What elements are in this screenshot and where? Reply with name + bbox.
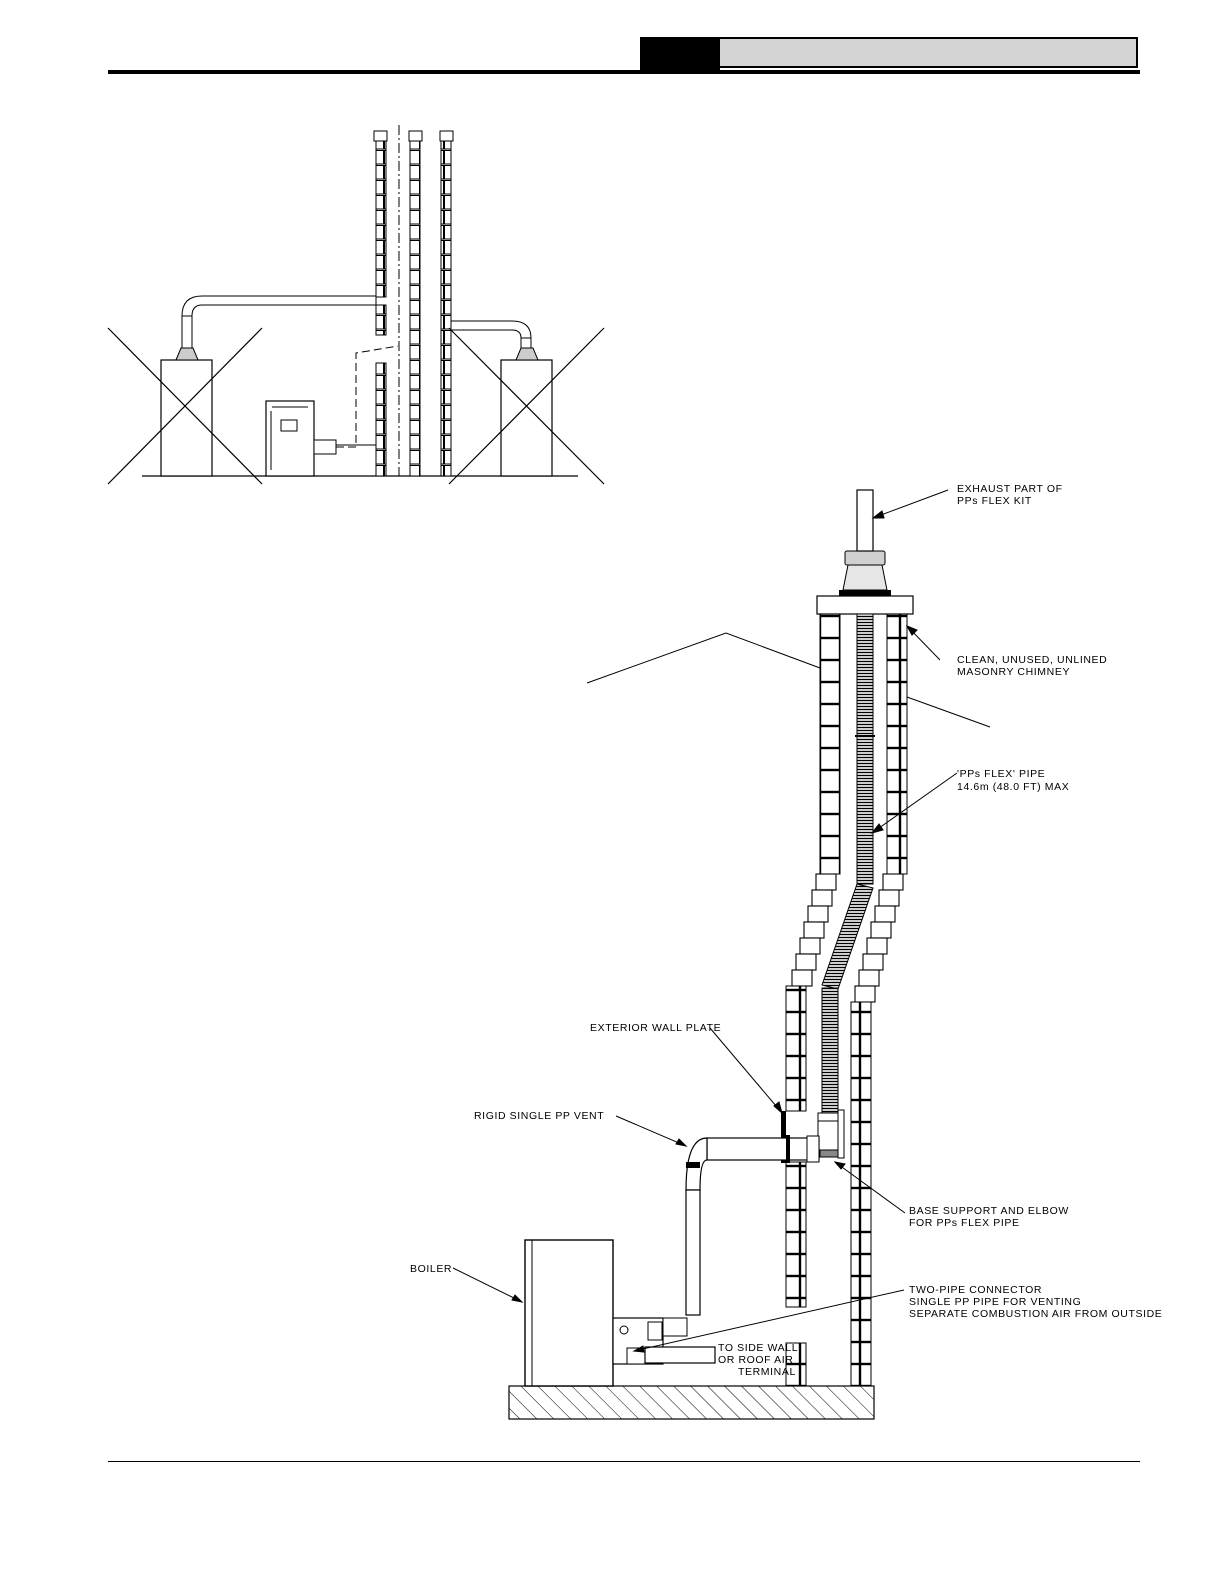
chimney-cap xyxy=(816,489,914,615)
header-gray-bar xyxy=(720,37,1138,68)
exterior-wall-plate xyxy=(781,1111,786,1163)
label-chimney-line1: CLEAN, UNUSED, UNLINED xyxy=(957,654,1107,666)
ground-slab xyxy=(508,1385,875,1420)
label-base-support-line2: FOR PPs FLEX PIPE xyxy=(909,1217,1020,1229)
label-exhaust-line1: EXHAUST PART OF xyxy=(957,483,1063,495)
crossed-out-appliance-right xyxy=(448,320,605,485)
chimney-offset-right xyxy=(854,873,904,1003)
label-boiler: BOILER xyxy=(410,1263,452,1275)
label-chimney-line2: MASONRY CHIMNEY xyxy=(957,666,1070,678)
chimney-wall-left-lower xyxy=(785,985,807,1112)
chimney-wall-right-upper xyxy=(886,613,908,875)
label-side-wall-line1: TO SIDE WALL xyxy=(718,1342,798,1354)
flex-pipe xyxy=(821,613,875,1114)
label-side-wall-line3: TERMINAL xyxy=(738,1366,796,1378)
label-two-pipe-line1: TWO-PIPE CONNECTOR xyxy=(909,1284,1042,1296)
crossed-out-appliance-left xyxy=(107,295,377,485)
label-two-pipe-line2: SINGLE PP PIPE FOR VENTING xyxy=(909,1296,1081,1308)
chimney-wall-left-upper xyxy=(819,613,841,875)
header-rule xyxy=(108,70,1140,74)
callout-leaders xyxy=(452,489,991,1353)
small-boiler xyxy=(265,400,376,477)
chimney-column-2 xyxy=(408,130,423,477)
footer-rule xyxy=(108,1461,1140,1462)
label-flex-pipe-line1: 'PPs FLEX' PIPE xyxy=(957,768,1045,780)
label-rigid-vent: RIGID SINGLE PP VENT xyxy=(474,1110,604,1122)
chimney-column-1 xyxy=(373,130,388,477)
label-two-pipe-line3: SEPARATE COMBUSTION AIR FROM OUTSIDE xyxy=(909,1308,1162,1320)
label-flex-pipe-line2: 14.6m (48.0 FT) MAX xyxy=(957,781,1069,793)
base-support-elbow xyxy=(817,1109,845,1159)
chimney-wall-right-lower xyxy=(850,1001,872,1387)
dashed-vent-route xyxy=(336,345,399,448)
label-side-wall-line2: OR ROOF AIR xyxy=(718,1354,793,1366)
main-chimney-diagram xyxy=(508,489,914,1420)
label-base-support-line1: BASE SUPPORT AND ELBOW xyxy=(909,1205,1069,1217)
rigid-vent-pipe xyxy=(685,1135,820,1316)
chimney-wall-left-foot xyxy=(785,1342,807,1387)
chimney-wall-left-base xyxy=(785,1161,807,1308)
chimney-offset-left xyxy=(791,873,837,987)
label-exhaust-line2: PPs FLEX KIT xyxy=(957,495,1032,507)
header-black-tab xyxy=(640,37,720,70)
chimney-column-3 xyxy=(439,130,454,477)
label-wall-plate: EXTERIOR WALL PLATE xyxy=(590,1022,721,1034)
small-chimney-diagram xyxy=(107,125,605,485)
